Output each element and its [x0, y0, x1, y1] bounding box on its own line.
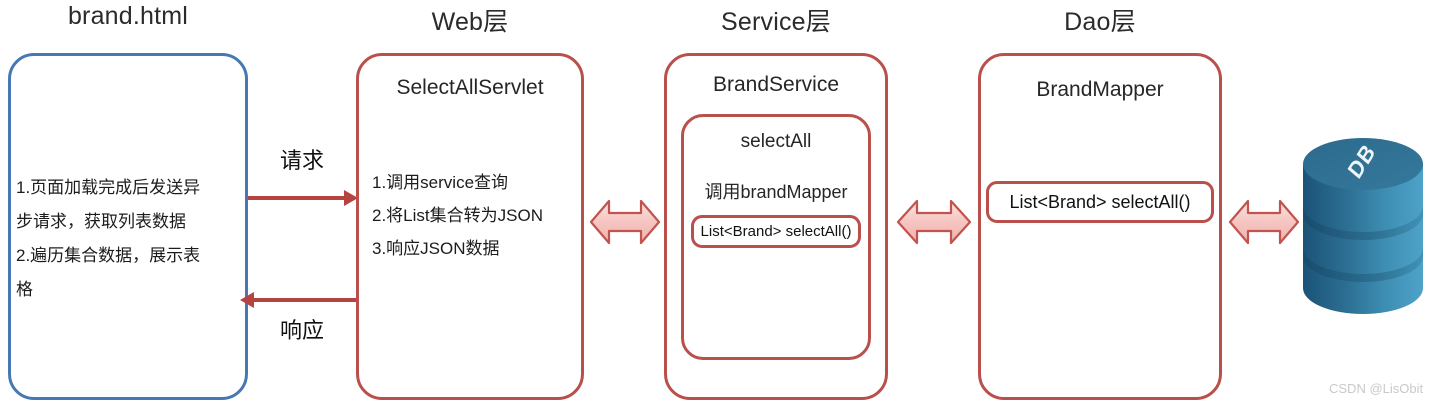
brand-html-line-3: 2.遍历集合数据，展示表 [16, 246, 201, 265]
dao-method-chip[interactable]: List<Brand> selectAll() [986, 181, 1214, 223]
brand-html-line-1: 1.页面加载完成后发送异 [16, 178, 201, 197]
web-layer-box-body: 1.调用service查询 2.将List集合转为JSON 3.响应JSON数据 [372, 166, 578, 265]
service-inner-heading: selectAll [740, 131, 812, 152]
request-arrow-head-icon [344, 190, 358, 206]
brand-html-line-4: 格 [16, 280, 33, 299]
brand-html-box-body: 1.页面加载完成后发送异 步请求，获取列表数据 2.遍历集合数据，展示表 格 [16, 171, 242, 307]
dao-layer-box-heading: BrandMapper [1036, 78, 1164, 101]
request-label: 请求 [279, 148, 324, 173]
web-layer-box-heading: SelectAllServlet [396, 76, 544, 99]
service-method-chip[interactable]: List<Brand> selectAll() [691, 215, 861, 248]
web-layer-box[interactable] [356, 53, 584, 400]
brand-html-box[interactable] [8, 53, 248, 400]
response-arrow-head-icon [240, 292, 254, 308]
watermark: CSDN @LisObit [1329, 381, 1424, 396]
response-arrow-line [254, 298, 356, 302]
column-title-dao-layer: Dao层 [1064, 8, 1136, 36]
column-title-brand-html: brand.html [67, 2, 189, 30]
column-title-web-layer: Web层 [431, 8, 509, 36]
service-layer-box-heading: BrandService [712, 73, 840, 96]
dao-layer-box[interactable] [978, 53, 1222, 400]
web-layer-line-2: 2.将List集合转为JSON [372, 206, 543, 226]
web-layer-line-3: 3.响应JSON数据 [372, 239, 500, 259]
response-label: 响应 [279, 318, 324, 343]
dao-db-double-arrow-icon [1228, 194, 1300, 250]
database-cylinder-icon: DB [1300, 136, 1426, 316]
web-service-double-arrow-icon [589, 194, 661, 250]
request-arrow-line [248, 196, 346, 200]
brand-html-line-2: 步请求，获取列表数据 [16, 212, 186, 231]
column-title-service-layer: Service层 [721, 8, 831, 36]
service-inner-subtitle: 调用brandMapper [704, 182, 848, 202]
web-layer-line-1: 1.调用service查询 [372, 173, 509, 192]
service-dao-double-arrow-icon [896, 194, 972, 250]
